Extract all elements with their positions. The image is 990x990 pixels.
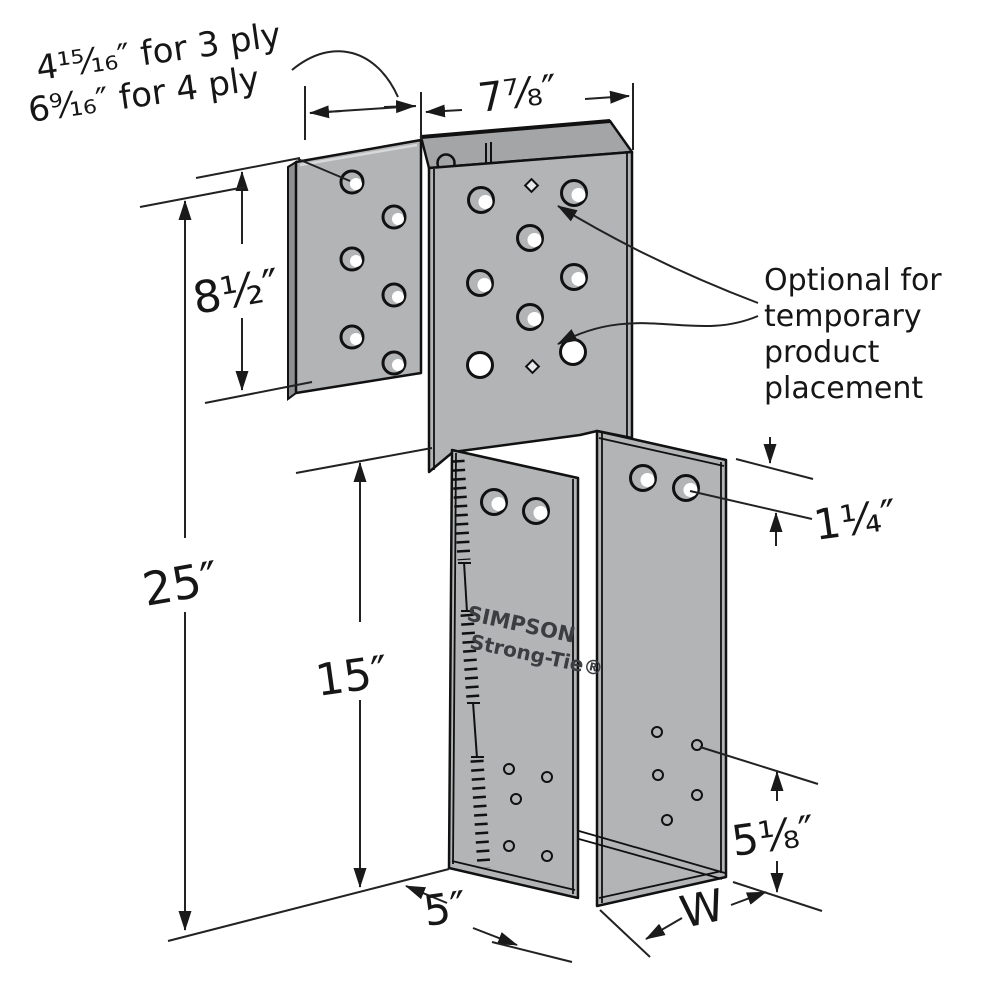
small-nail-hole bbox=[503, 763, 515, 775]
optional-note-line: product bbox=[764, 335, 880, 370]
dim-overall-height: 25″ bbox=[139, 186, 450, 942]
dim-channel-height: 15″ bbox=[295, 447, 433, 888]
dim-seat-width: 5″ bbox=[405, 881, 573, 963]
dim-top-width: 7⁷⁄₈″ bbox=[420, 67, 634, 150]
arrow bbox=[383, 100, 416, 114]
small-nail-hole bbox=[651, 726, 663, 738]
nail-hole bbox=[560, 263, 588, 291]
nail-hole bbox=[466, 351, 494, 379]
front-flange-bottom-edge bbox=[451, 860, 576, 891]
left-side-plate bbox=[287, 138, 423, 401]
leader-arrow bbox=[557, 205, 759, 304]
top-edge-highlight bbox=[299, 143, 418, 167]
optional-note-line: placement bbox=[764, 371, 923, 406]
nail-hole bbox=[339, 169, 365, 195]
right-flange-face bbox=[595, 429, 728, 908]
nail-hole bbox=[480, 488, 508, 516]
dim-flange-hole-offset-label: 1¹⁄₄″ bbox=[811, 490, 900, 550]
serrated-bend-line bbox=[451, 459, 491, 869]
dim-seat-width-label: 5″ bbox=[421, 881, 470, 935]
optional-placement-callout: Optional for temporary product placement bbox=[557, 205, 942, 406]
tack-hole-diamond bbox=[524, 358, 541, 375]
dim-seat-depth-label: W bbox=[676, 880, 729, 939]
nail-hole bbox=[339, 246, 365, 272]
nail-hole bbox=[381, 350, 407, 376]
front-flange-left-edge bbox=[452, 452, 457, 865]
nail-hole bbox=[381, 204, 407, 230]
small-nail-hole bbox=[510, 793, 522, 805]
arrow bbox=[645, 917, 683, 940]
nail-hole bbox=[516, 303, 544, 331]
arrow bbox=[425, 104, 463, 118]
extension-tick bbox=[295, 447, 433, 474]
small-nail-hole bbox=[691, 739, 703, 751]
hole-leader bbox=[297, 158, 351, 182]
dim-lower-flange-height-label: 5¹⁄₈″ bbox=[729, 806, 818, 866]
dim-seat-depth: W bbox=[599, 880, 767, 958]
small-nail-hole bbox=[691, 789, 703, 801]
extension-tick bbox=[732, 881, 823, 912]
arrow bbox=[472, 927, 518, 946]
arrow bbox=[730, 891, 767, 906]
back-top-edge bbox=[420, 119, 611, 139]
hanger-product: SIMPSON Strong-Tie® bbox=[287, 119, 728, 908]
nail-hole bbox=[467, 186, 495, 214]
arrow bbox=[584, 90, 630, 104]
extension-tick bbox=[139, 186, 246, 208]
dim-overall-height-label: 25″ bbox=[139, 551, 223, 617]
extension-tick bbox=[204, 381, 313, 404]
optional-note-line: temporary bbox=[764, 299, 922, 334]
dim-side-plate-height-label: 8¹⁄₂″ bbox=[189, 259, 284, 324]
hole-leader bbox=[699, 746, 819, 785]
dim-side-plate-height: 8¹⁄₂″ bbox=[189, 157, 351, 404]
hole-leader bbox=[689, 490, 813, 520]
tack-hole-diamond bbox=[523, 177, 540, 194]
extension-tick bbox=[195, 157, 301, 179]
nail-hole bbox=[466, 269, 494, 297]
dim-top-width-label: 7⁷⁄₈″ bbox=[476, 67, 560, 122]
extension-tick bbox=[599, 909, 651, 958]
nail-hole bbox=[522, 497, 550, 525]
nail-hole bbox=[339, 324, 365, 350]
nail-hole bbox=[560, 179, 588, 207]
nail-hole bbox=[629, 464, 657, 492]
nail-hole bbox=[381, 282, 407, 308]
small-nail-hole bbox=[503, 840, 515, 852]
seat-fold-line bbox=[578, 838, 723, 880]
small-nail-hole bbox=[652, 769, 664, 781]
seat-fold-line bbox=[578, 830, 726, 874]
front-plate bbox=[427, 150, 634, 474]
leader-curve bbox=[291, 50, 399, 98]
dim-channel-height-label: 15″ bbox=[312, 646, 391, 707]
optional-note-line: Optional for bbox=[764, 263, 942, 298]
small-nail-hole bbox=[541, 771, 553, 783]
dim-lower-flange-height: 5¹⁄₈″ bbox=[699, 746, 823, 912]
dim-top-offset: 4¹⁵⁄₁₆″ for 3 ply 6⁹⁄₁₆″ for 4 ply bbox=[26, 15, 417, 140]
small-nail-hole bbox=[661, 814, 673, 826]
arrow bbox=[405, 885, 448, 904]
leader-arrow bbox=[557, 315, 759, 345]
extension-tick bbox=[735, 458, 814, 480]
small-nail-hole bbox=[541, 850, 553, 862]
arrow bbox=[309, 105, 343, 119]
front-flange-face bbox=[447, 448, 580, 900]
nail-hole bbox=[559, 338, 587, 366]
extension-tick bbox=[491, 941, 573, 963]
nail-hole bbox=[672, 474, 700, 502]
extension-line-bottom bbox=[167, 868, 450, 942]
front-flange: SIMPSON Strong-Tie® bbox=[447, 448, 606, 900]
right-flange-top-edge bbox=[598, 437, 725, 467]
nail-hole bbox=[516, 224, 544, 252]
dim-flange-hole-offset: 1¹⁄₄″ bbox=[689, 437, 900, 550]
right-flange bbox=[578, 429, 728, 908]
right-flange-bottom-edge bbox=[598, 870, 723, 899]
